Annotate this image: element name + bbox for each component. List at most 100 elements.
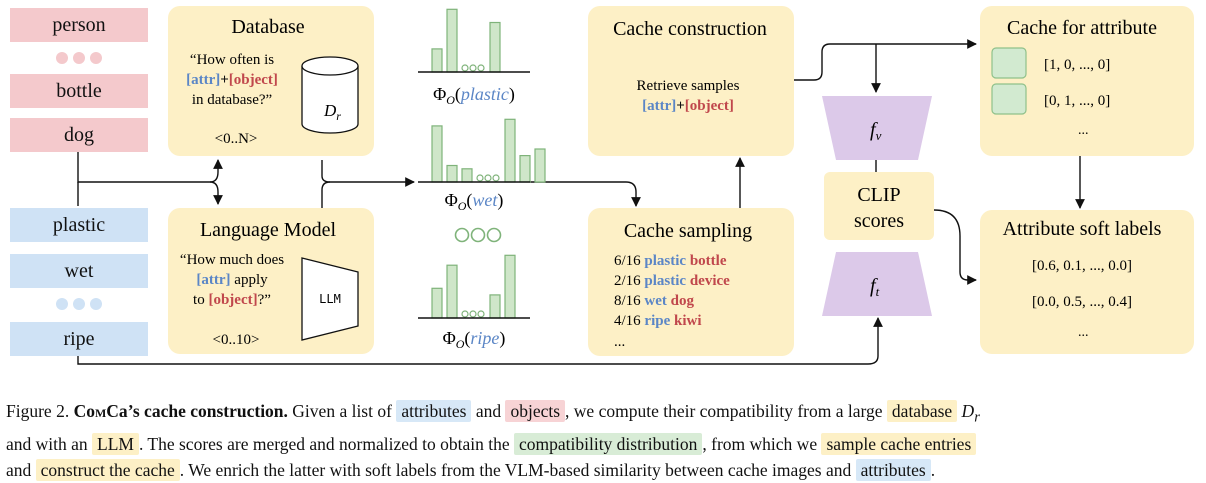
caption-fig-number: Figure 2. xyxy=(6,401,70,421)
caption-highlight-attributes: attributes xyxy=(396,400,472,422)
distribution-bar xyxy=(489,294,501,319)
cache-construction-attr: [attr] xyxy=(642,98,676,114)
distribution-bar xyxy=(446,8,458,73)
database-plus: + xyxy=(220,72,229,88)
database-range: <0..N> xyxy=(215,131,258,147)
distribution-dot xyxy=(492,174,500,182)
sampling-entry-4: 4/16 ripe kiwi xyxy=(614,313,702,329)
cache-construction-box: Cache construction Retrieve samples [att… xyxy=(588,6,794,156)
clip-scores-box xyxy=(824,172,934,240)
database-box: Database “How often is [attr]+[object] i… xyxy=(168,6,374,156)
scores-label: scores xyxy=(854,210,904,232)
object-ellipsis-dots xyxy=(56,52,102,64)
arrow-clip-to-soft-labels xyxy=(933,209,977,285)
lm-title: Language Model xyxy=(200,219,337,241)
distribution-bar xyxy=(431,48,443,73)
lm-question-line3: to [object]?” xyxy=(193,292,271,308)
language-model-box: Language Model “How much does [attr] app… xyxy=(168,208,374,354)
caption-db-symbol: Dr xyxy=(961,401,980,426)
clip-label: CLIP xyxy=(857,184,900,206)
cache-row-1: [1, 0, ..., 0] xyxy=(1044,57,1110,73)
caption-highlight-attributes-2: attributes xyxy=(855,458,931,481)
soft-label-row-1: [0.6, 0.1, ..., 0.0] xyxy=(1032,258,1132,274)
soft-label-more: ... xyxy=(1078,325,1089,340)
cache-image-2 xyxy=(991,83,1027,115)
cache-more: ... xyxy=(1078,123,1089,138)
database-cylinder-icon xyxy=(301,56,359,134)
visual-encoder: fv xyxy=(822,96,932,160)
sampling-entry-1: 6/16 plastic bottle xyxy=(614,253,727,269)
lm-question-line2: [attr] apply xyxy=(196,272,268,288)
object-label-bottle: bottle xyxy=(56,80,102,102)
caption-highlight-objects: objects xyxy=(505,400,566,422)
cache-row-2: [0, 1, ..., 0] xyxy=(1044,93,1110,109)
database-obj-token: [object] xyxy=(229,72,278,88)
lm-obj-token: [object] xyxy=(208,292,257,308)
cache-construction-line1: Retrieve samples xyxy=(637,78,740,94)
distribution-ellipsis-dots xyxy=(454,227,502,243)
object-label-person: person xyxy=(52,14,105,36)
distribution-wet: ΦO(wet) xyxy=(418,118,546,213)
lm-end: ?” xyxy=(258,292,271,308)
caption-highlight-construct: construct the cache xyxy=(35,458,180,481)
figure-caption: Figure 2. ComCa’s cache construction. Gi… xyxy=(6,398,1202,483)
attribute-box-wet xyxy=(10,254,148,288)
construction-out xyxy=(794,39,977,81)
fv-encoder-shape xyxy=(822,96,932,160)
fv-label: fv xyxy=(870,119,882,143)
arrow-to-cache-sampling xyxy=(530,181,641,207)
lm-range: <0..10> xyxy=(213,332,260,348)
cache-for-attribute-box: Cache for attribute [1, 0, ..., 0] [0, 1… xyxy=(980,6,1194,156)
lm-apply: apply xyxy=(231,272,269,288)
text-encoder: ft xyxy=(822,252,932,316)
cache-construction-line2: [attr]+[object] xyxy=(642,98,734,114)
distributions: ΦO(plastic) ΦO(wet) ΦO(ripe) xyxy=(418,8,546,351)
sampling-more: ... xyxy=(614,334,625,350)
caption-highlight-compatibility: compatibility distribution xyxy=(513,432,703,455)
distribution-bar xyxy=(534,148,546,183)
database-attr-token: [attr] xyxy=(186,72,220,88)
attribute-label-plastic: plastic xyxy=(53,214,105,236)
connectors xyxy=(77,39,1085,365)
caption-highlight-sample: sample cache entries xyxy=(821,432,977,455)
caption-line-3: and construct the cache. We enrich the l… xyxy=(6,458,936,481)
cache-sampling-title: Cache sampling xyxy=(624,220,752,242)
distribution-label: ΦO(plastic) xyxy=(433,84,515,107)
database-title: Database xyxy=(231,16,304,38)
lm-attr-token: [attr] xyxy=(196,272,230,288)
attribute-box-ripe xyxy=(10,322,148,356)
attribute-label-ripe: ripe xyxy=(63,328,94,350)
caption-highlight-database: database xyxy=(886,400,958,422)
caption-line-1: Figure 2. ComCa’s cache construction. Gi… xyxy=(6,400,980,426)
database-question-line3: in database?” xyxy=(192,92,272,108)
distribution-dot xyxy=(477,64,485,72)
distribution-dot xyxy=(484,174,492,182)
ft-encoder-shape xyxy=(822,252,932,316)
distribution-dot xyxy=(461,310,469,318)
arrow-to-database xyxy=(209,159,223,183)
distribution-bar xyxy=(504,118,516,183)
object-box-person xyxy=(10,8,148,42)
cache-sampling-box: Cache sampling 6/16 plastic bottle 2/16 … xyxy=(588,208,794,356)
ft-label: ft xyxy=(870,275,880,299)
lm-question-line1: “How much does xyxy=(180,252,284,268)
object-label-dog: dog xyxy=(64,124,94,146)
soft-labels-title: Attribute soft labels xyxy=(1003,218,1162,240)
attribute-ellipsis-dots xyxy=(56,298,102,310)
distribution-plastic: ΦO(plastic) xyxy=(418,8,530,107)
attributes-column: plastic wet ripe xyxy=(10,208,148,356)
distribution-bar xyxy=(431,125,443,183)
database-question-line1: “How often is xyxy=(190,52,274,68)
cache-image-1 xyxy=(991,47,1027,79)
soft-labels-box: Attribute soft labels [0.6, 0.1, ..., 0.… xyxy=(980,210,1194,354)
distribution-dot xyxy=(476,174,484,182)
distribution-dot xyxy=(469,310,477,318)
distribution-label: ΦO(ripe) xyxy=(443,328,506,351)
distribution-bar xyxy=(446,264,458,319)
distribution-bar xyxy=(461,168,473,183)
cache-construction-obj: [object] xyxy=(685,98,734,114)
caption-highlight-llm: LLM xyxy=(92,432,139,455)
object-box-dog xyxy=(10,118,148,152)
distribution-dot xyxy=(477,310,485,318)
distribution-ripe: ΦO(ripe) xyxy=(418,254,530,351)
